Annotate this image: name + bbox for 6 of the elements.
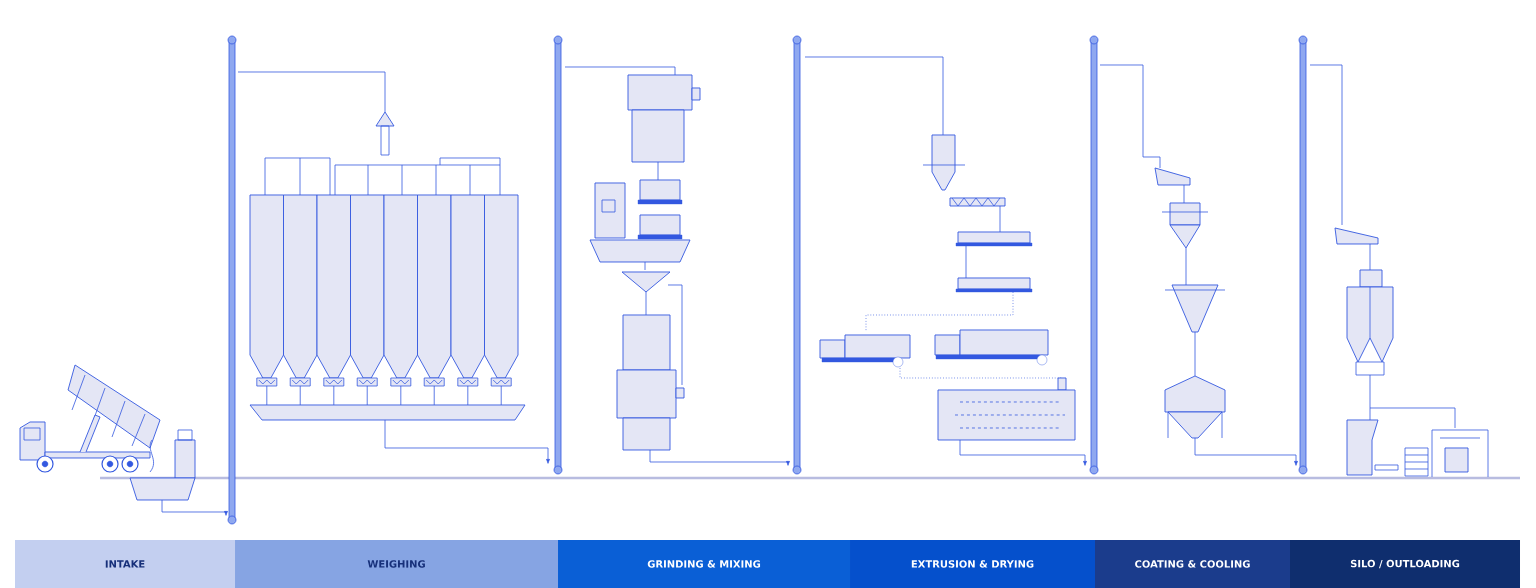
stage-band: COATING & COOLING [1095, 540, 1290, 588]
stage-band: GRINDING & MIXING [558, 540, 850, 588]
stage-band: WEIGHING [235, 540, 558, 588]
stage-band: INTAKE [15, 540, 235, 588]
stage-band: EXTRUSION & DRYING [850, 540, 1095, 588]
stage-band: SILO / OUTLOADING [1290, 540, 1520, 588]
